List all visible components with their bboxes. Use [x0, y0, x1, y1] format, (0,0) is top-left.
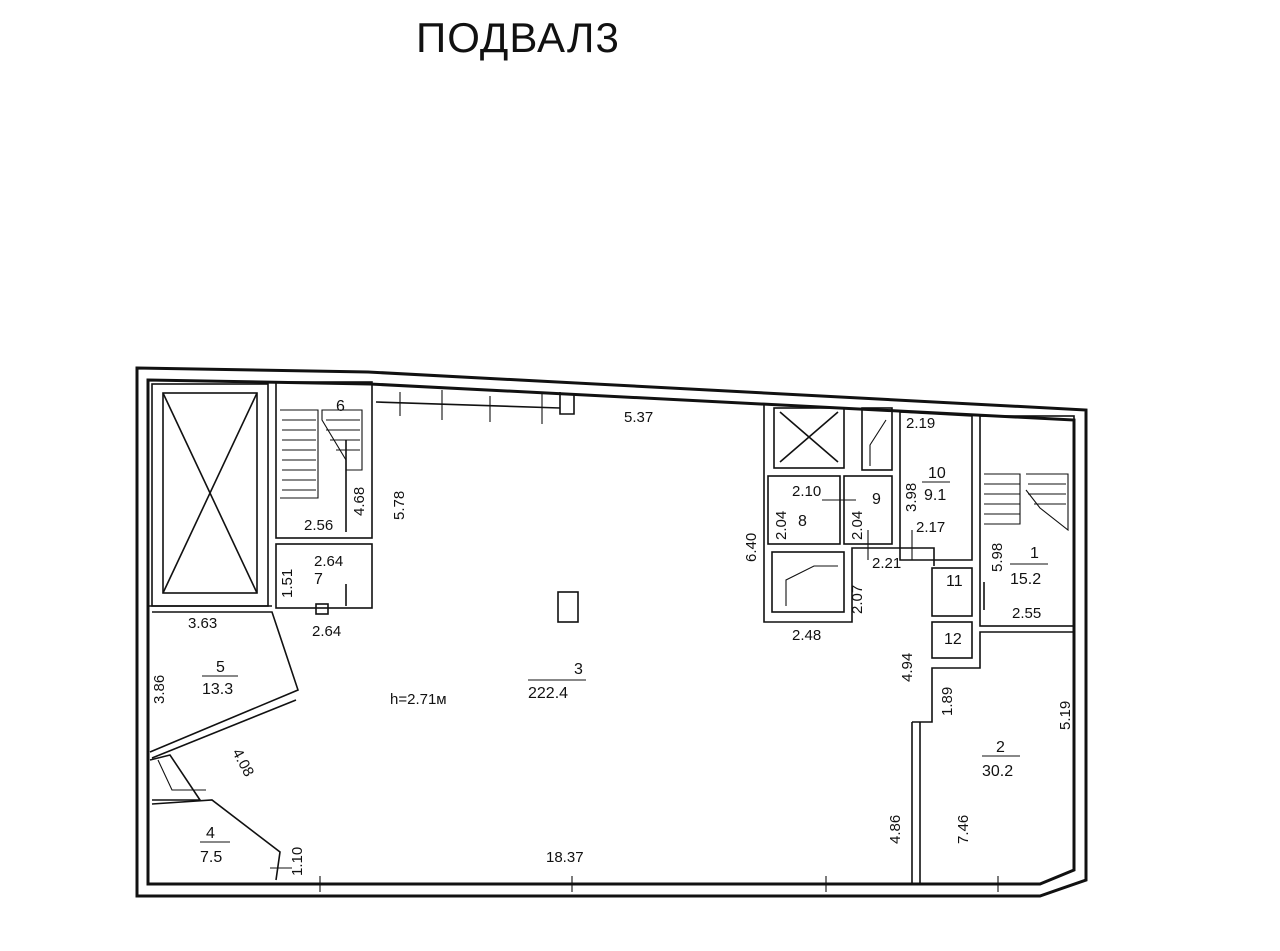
dimension-labels: 5.37 2.56 2.64 2.64 3.63 18.37 2.10 2.19…	[188, 409, 1041, 866]
dim-corr-w: 2.21	[872, 555, 901, 572]
room-area-5: 13.3	[202, 681, 233, 698]
room-number-12: 12	[944, 631, 962, 648]
room-area-10: 9.1	[924, 487, 946, 504]
vertical-dimension-labels: 4.68 5.78 1.51 3.86 4.08 1.10 6.40 2.04 …	[151, 483, 1074, 876]
dim-r7-bottom: 2.64	[312, 623, 341, 640]
dim-r2-door: 1.89	[939, 687, 956, 716]
dim-r9-h: 2.04	[849, 511, 866, 540]
room-2	[911, 631, 1074, 884]
top-openings	[375, 390, 575, 424]
room-number-2: 2	[996, 739, 1005, 756]
dim-core-w: 2.48	[792, 627, 821, 644]
room-12	[931, 621, 973, 659]
left-rooms	[149, 611, 299, 881]
dim-r7-top: 2.64	[314, 553, 343, 570]
dim-r8-top: 2.10	[792, 483, 821, 500]
dim-r7-h: 1.51	[279, 569, 296, 598]
dim-r2-w: 7.46	[955, 815, 972, 844]
stair-room-1	[979, 415, 1075, 627]
dim-r5-h: 3.86	[151, 675, 168, 704]
ceiling-height-label: h=2.71м	[390, 691, 447, 708]
room-number-6: 6	[336, 398, 345, 415]
room-11	[931, 567, 973, 617]
dim-r10-top: 2.19	[906, 415, 935, 432]
stair-room-6	[275, 381, 373, 539]
dim-core-v: 6.40	[743, 533, 760, 562]
dim-stair6-h: 4.68	[351, 487, 368, 516]
dim-shaft-w: 3.63	[188, 615, 217, 632]
room-labels: 6 7 5 13.3 4 7.5 3 222.4 h=2.71м 8 9 10 …	[200, 398, 1048, 866]
dim-r4-door: 1.10	[289, 847, 306, 876]
dim-top-hall: 5.37	[624, 409, 653, 426]
dim-r1-h: 5.98	[989, 543, 1006, 572]
outer-walls	[135, 366, 1088, 898]
room-number-11: 11	[946, 573, 963, 590]
bottom-marks	[270, 867, 999, 892]
dim-r10-h: 3.98	[903, 483, 920, 512]
central-core	[763, 404, 973, 623]
room-number-7: 7	[314, 571, 323, 588]
room-number-8: 8	[798, 513, 807, 530]
elevator-shaft-left	[148, 383, 272, 607]
dim-r2-h: 5.19	[1057, 701, 1074, 730]
room-number-4: 4	[206, 825, 215, 842]
page-title: ПОДВАЛ3	[416, 14, 620, 61]
dim-r8-h: 2.04	[773, 511, 790, 540]
room-area-4: 7.5	[200, 849, 222, 866]
dim-room-h: 2.07	[849, 585, 866, 614]
dim-hall-left-v: 5.78	[391, 491, 408, 520]
dim-r12-v: 4.94	[899, 653, 916, 682]
room-7	[275, 543, 373, 615]
room-area-1: 15.2	[1010, 571, 1041, 588]
dim-bottom: 18.37	[546, 849, 584, 866]
room-number-3: 3	[574, 661, 583, 678]
dim-r5-diag: 4.08	[228, 746, 257, 780]
room-number-9: 9	[872, 491, 881, 508]
dim-r6-w: 2.56	[304, 517, 333, 534]
dim-hall-right-v: 4.86	[887, 815, 904, 844]
dim-r1-w: 2.55	[1012, 605, 1041, 622]
room-area-2: 30.2	[982, 763, 1013, 780]
dim-r10-w: 2.17	[916, 519, 945, 536]
room-number-10: 10	[928, 465, 946, 482]
room-number-1: 1	[1030, 545, 1039, 562]
room-number-5: 5	[216, 659, 225, 676]
room-area-3: 222.4	[528, 685, 568, 702]
hall-column	[557, 591, 579, 623]
